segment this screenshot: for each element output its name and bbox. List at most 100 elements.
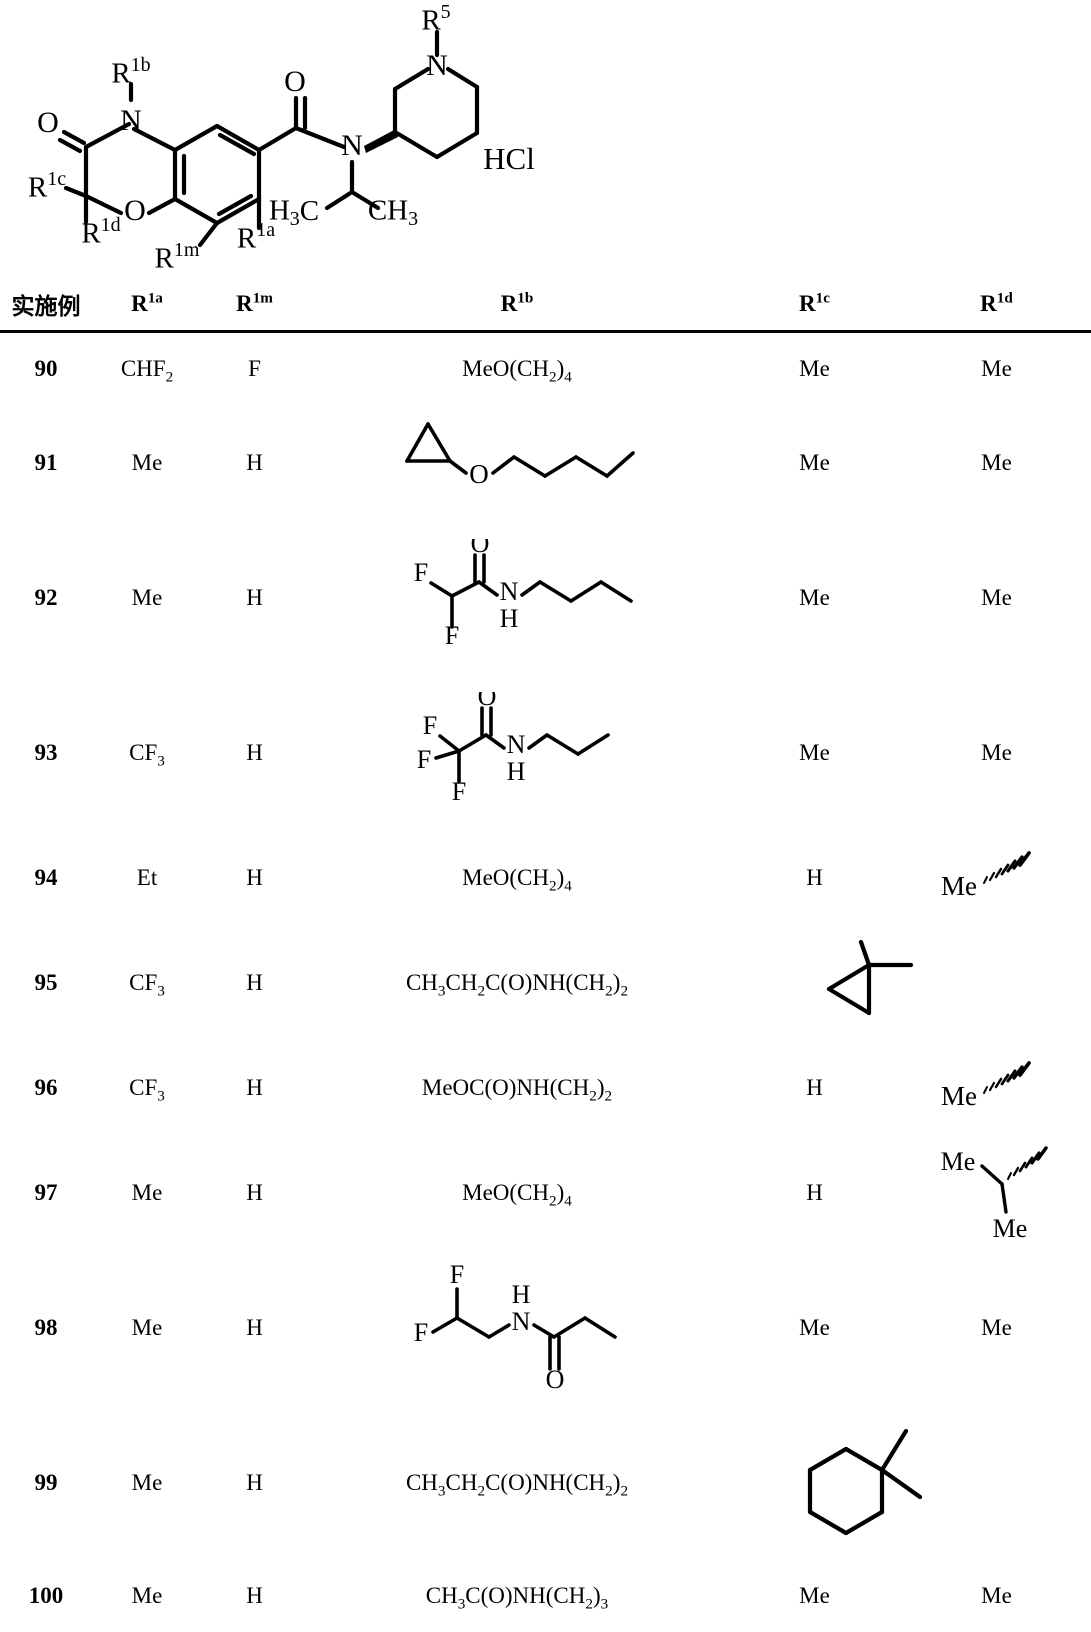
label-hcl: HCl [483,141,535,176]
cell-content: Me [902,675,1091,830]
cell-content: 96 [0,1040,92,1135]
cell-text: H [202,675,307,830]
label-f-3: F [452,777,466,806]
cell-text: H [202,520,307,675]
cell-formula: CH3CH2C(O)NH(CH2)2 [406,970,628,996]
cell-content: CH3CH2C(O)NH(CH2)2 [307,1405,727,1560]
cell-content: CH3CH2C(O)NH(CH2)2 [307,925,727,1040]
label-me: Me [941,1081,977,1111]
cell-text: Me [902,675,1091,830]
scheme-svg: O N O O N N HCl H3C CH3 R1b [0,0,1091,278]
cell-content: MeOC(O)NH(CH2)2 [307,1040,727,1135]
cell-content: H [727,1135,902,1250]
cell-content: H [202,1135,307,1250]
label-o: O [478,692,497,711]
cell-formula: Me [799,450,830,476]
structure-scheme: O N O O N N HCl H3C CH3 R1b [0,0,1091,278]
cell-content: MeO(CH2)4 [307,333,727,405]
cell-text: Me [92,405,202,520]
cell-formula: Me [799,1315,830,1341]
cell-content: H [202,830,307,925]
col-header-r1d: R1d [902,278,1091,332]
header-superscript: 1b [517,289,533,306]
label-r1d: R1d [81,214,120,250]
label-me-top: Me [940,1147,975,1176]
cell-text: Me [902,1250,1091,1405]
label-f-upper: F [450,1265,464,1289]
table-head: 实施例 R1a R1m R1b R1c R1d [0,278,1091,332]
cell-content: Me [727,675,902,830]
label-f-2: F [417,745,431,774]
cell-text: H [202,1560,307,1632]
label-f-upper: F [413,558,427,587]
label-r5: R5 [421,1,450,37]
cell-content: Me [92,520,202,675]
cell-content: Me Me [902,1135,1091,1250]
cell-content: CHF2 [92,333,202,405]
cell-structure: F F N H O [307,1250,727,1405]
cell-formula: Me [132,450,163,476]
cell-text: H [202,1405,307,1560]
cell-content: CH3C(O)NH(CH2)3 [307,1560,727,1632]
cell-content: H [202,1250,307,1405]
cell-content: Me [902,333,1091,405]
cell-formula: Me [981,585,1012,611]
cell-formula: Me [799,740,830,766]
cell-content: F F N H O [307,1250,727,1405]
cell-content: H [202,520,307,675]
cell-content: CF3 [92,1040,202,1135]
cell-content: MeO(CH2)4 [307,830,727,925]
cell-content: Me [902,830,1091,925]
cell-content: Me [727,405,902,520]
cell-formula: Me [799,585,830,611]
cell-content: Me [727,333,902,405]
label-o: O [546,1365,565,1390]
structure-me-hashed-wedge: Me [937,849,1057,907]
label-o-ketone: O [37,106,59,139]
cell-text: F [202,332,307,406]
label-n-piperidine: N [426,49,448,82]
cell-content [727,925,1091,1040]
cell-formula: Me [981,1315,1012,1341]
cell-text: CHF2 [92,332,202,406]
cell-content: Me [902,1040,1091,1135]
cell-text: CH3CH2C(O)NH(CH2)2 [307,925,727,1040]
hashed-wedge [984,1063,1029,1093]
cell-content: H [202,1560,307,1632]
cell-structure: F F O N H [307,520,727,675]
cell-formula: Me [981,450,1012,476]
cell-spiro-structure [727,1405,1091,1560]
cell-formula: MeO(CH2)4 [462,865,572,891]
cell-content: 90 [0,333,92,405]
cell-formula: MeO(CH2)4 [462,356,572,382]
cell-content: CF3 [92,925,202,1040]
label-o-ring: O [124,194,146,227]
cell-content: 98 [0,1250,92,1405]
cell-text: CF3 [92,675,202,830]
col-header-r1a: R1a [92,278,202,332]
cell-formula: Me [799,356,830,382]
cell-text: Me [727,1250,902,1405]
cell-formula: MeO(CH2)4 [462,1180,572,1206]
label-o: O [469,459,489,489]
structure-trifluoroacetamido-propyl: F F F O N H [402,692,632,814]
cell-formula: CF3 [129,970,165,996]
label-h: H [499,604,518,633]
cell-text: CF3 [92,925,202,1040]
cell-text: Me [92,1250,202,1405]
cell-example-number: 90 [0,332,92,406]
cell-text: MeO(CH2)4 [307,830,727,925]
label-n-amide: N [341,129,363,162]
cell-structure: O [307,405,727,520]
cell-content: F F F O N H [307,675,727,830]
cell-example-number: 98 [0,1250,92,1405]
cell-text: H [727,1040,902,1135]
structure-me-hashed-wedge: Me [937,1059,1057,1117]
cell-content: 95 [0,925,92,1040]
